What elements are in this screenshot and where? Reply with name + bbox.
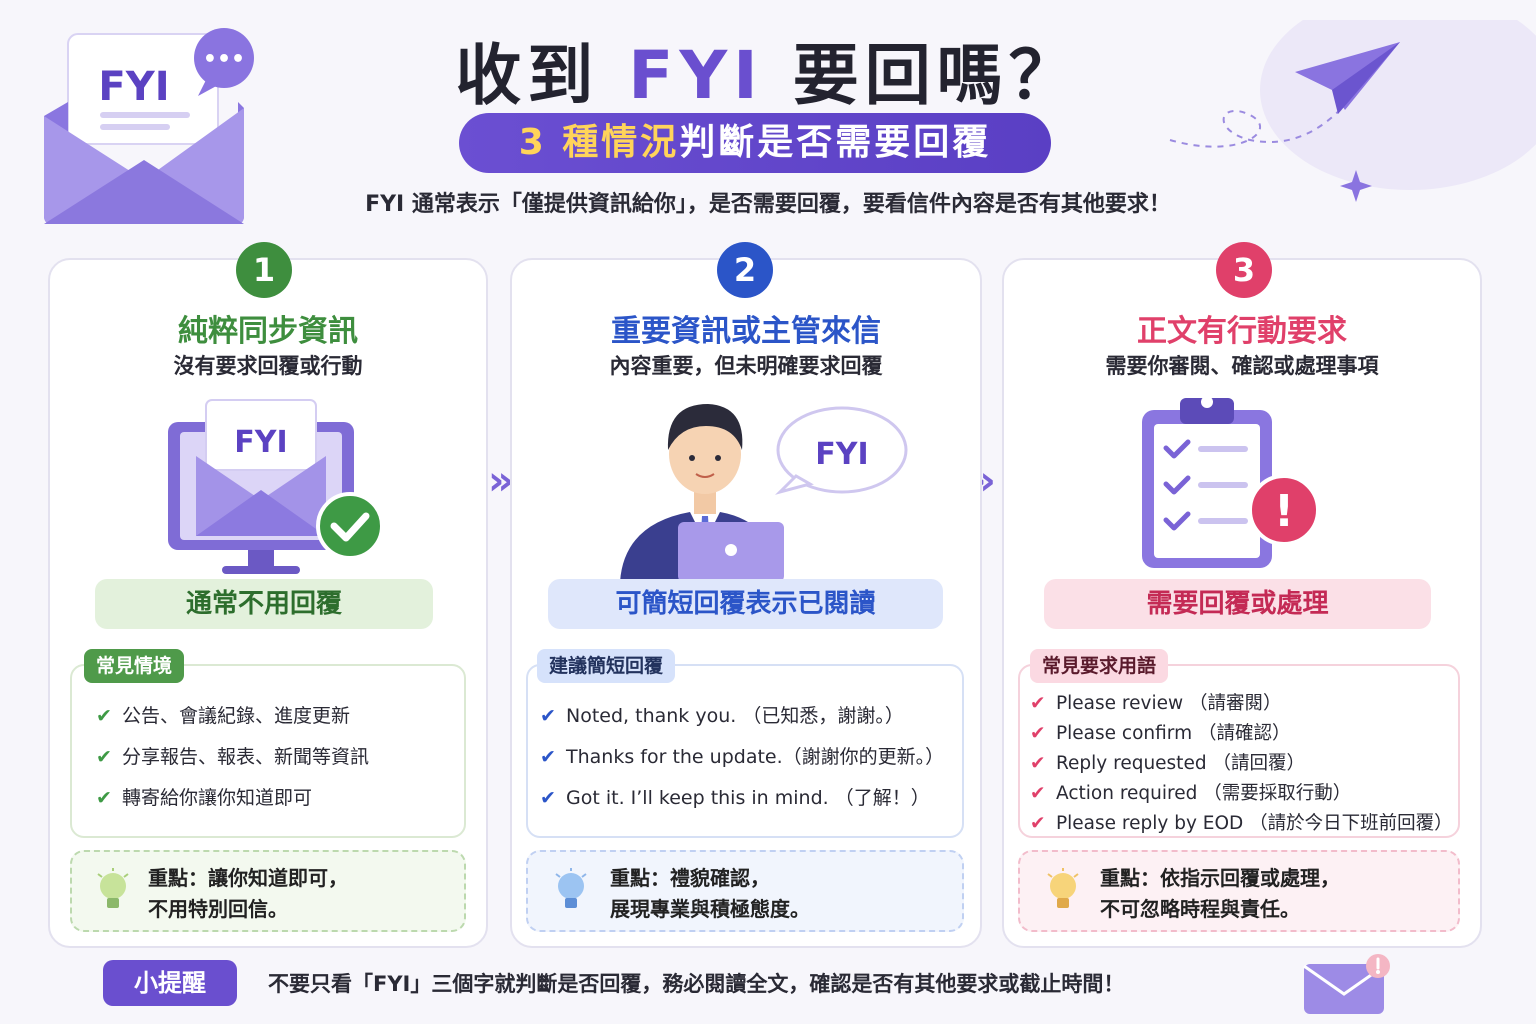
card-3-list-box: [1018, 664, 1460, 838]
card-2-item-1: ✔Noted, thank you. （已知悉，謝謝。）: [540, 705, 904, 727]
monitor-email-icon: FYI: [168, 399, 384, 574]
card-3-key-box: [1018, 850, 1460, 932]
card-1-key-line-1: 重點：讓你知道即可，: [148, 866, 348, 890]
card-3-item-3: ✔Reply requested （請回覆）: [1030, 753, 1305, 774]
reminder-tag: 小提醒: [103, 960, 237, 1006]
reminder-text: 不要只看「FYI」三個字就判斷是否回覆，務必閱讀全文，確認是否有其他要求或截止時…: [268, 972, 1125, 996]
check-icon: ✔: [1030, 753, 1046, 774]
card-1-item-1: ✔公告、會議紀錄、進度更新: [96, 705, 351, 727]
bulb-icon: [97, 868, 129, 908]
check-icon: ✔: [540, 746, 556, 768]
clipboard-checklist-icon: !: [1142, 396, 1320, 568]
card-2-list-box: [526, 664, 964, 838]
exclamation-text: !: [1274, 486, 1294, 537]
card-3-title: 正文有行動要求: [1137, 314, 1347, 349]
card-2-title: 重要資訊或主管來信: [611, 314, 881, 349]
manager-laptop-icon: FYI: [620, 404, 908, 582]
subtitle-highlight: 3 種情況: [518, 122, 680, 163]
card-2-key-line-1: 重點：禮貌確認，: [610, 866, 770, 890]
card-3-number-badge: 3: [1216, 242, 1272, 298]
intro-text: FYI 通常表示「僅提供資訊給你」，是否需要回覆，要看信件內容是否有其他要求！: [365, 192, 1171, 217]
card-2-item-2: ✔Thanks for the update.（謝謝你的更新。）: [540, 746, 945, 768]
card-1-subtitle: 沒有要求回覆或行動: [173, 354, 363, 378]
card-3-item-1: ✔Please review （請審閱）: [1030, 693, 1282, 714]
fyi-envelope-icon: FYI •••: [44, 28, 254, 224]
monitor-fyi-text: FYI: [234, 425, 287, 460]
check-icon: ✔: [1030, 693, 1046, 714]
check-icon: ✔: [540, 787, 556, 809]
card-3-list-tag: 常見要求用語: [1030, 649, 1169, 683]
subtitle-pill: 3 種情況判斷是否需要回覆: [459, 113, 1051, 173]
card-2-key-line-2: 展現專業與積極態度。: [610, 897, 810, 921]
check-icon: ✔: [96, 746, 112, 768]
bubble-dots-text: •••: [203, 47, 245, 72]
card-1-verdict: 通常不用回覆: [95, 579, 433, 629]
card-2-item-3: ✔Got it. I’ll keep this in mind. （了解！）: [540, 787, 930, 809]
card-3-item-2: ✔Please confirm （請確認）: [1030, 723, 1291, 744]
card-2-list-tag: 建議簡短回覆: [537, 649, 676, 683]
card-1-key-line-2: 不用特別回信。: [148, 897, 288, 921]
card-3-subtitle: 需要你審閱、確認或處理事項: [1105, 354, 1379, 378]
check-icon: ✔: [1030, 723, 1046, 744]
subtitle-rest: 判斷是否需要回覆: [679, 122, 992, 163]
bulb-icon: [555, 868, 587, 908]
envelope-fyi-text: FYI: [98, 64, 169, 110]
title-post: 要回嗎？: [763, 37, 1081, 114]
card-1-number-badge: 1: [236, 242, 292, 298]
paper-plane-icon: [1169, 20, 1536, 202]
card-2-number-badge: 2: [717, 242, 773, 298]
arrow-1-icon: »: [488, 458, 514, 504]
speech-fyi-text: FYI: [815, 437, 868, 472]
card-1-item-2: ✔分享報告、報表、新聞等資訊: [96, 746, 370, 768]
card-3-key-line-1: 重點：依指示回覆或處理，: [1100, 866, 1340, 890]
card-1-item-3: ✔轉寄給你讓你知道即可: [96, 787, 313, 809]
bulb-icon: [1047, 868, 1079, 908]
title-fyi: FYI: [628, 37, 764, 114]
card-2-subtitle: 內容重要，但未明確要求回覆: [609, 354, 883, 378]
notification-envelope-icon: [1303, 954, 1390, 1014]
check-icon: ✔: [540, 705, 556, 727]
card-1-list-tag: 常見情境: [84, 649, 185, 683]
card-1-list-box: [70, 664, 466, 838]
check-icon: ✔: [96, 787, 112, 809]
title-pre: 收到: [455, 37, 629, 114]
card-3-item-5: ✔Please reply by EOD （請於今日下班前回覆）: [1030, 813, 1453, 834]
card-3-item-4: ✔Action required （需要採取行動）: [1030, 783, 1352, 804]
card-2-verdict: 可簡短回覆表示已閱讀: [548, 579, 943, 629]
card-3-key-line-2: 不可忽略時程與責任。: [1100, 897, 1300, 921]
card-2-key-box: [526, 850, 964, 932]
check-icon: ✔: [1030, 783, 1046, 804]
card-3-verdict: 需要回覆或處理: [1044, 579, 1431, 629]
card-1-title: 純粹同步資訊: [178, 314, 358, 349]
check-icon: ✔: [96, 705, 112, 727]
card-1-key-box: [70, 850, 466, 932]
check-icon: ✔: [1030, 813, 1046, 834]
page-title: 收到 FYI 要回嗎？: [0, 22, 1536, 118]
